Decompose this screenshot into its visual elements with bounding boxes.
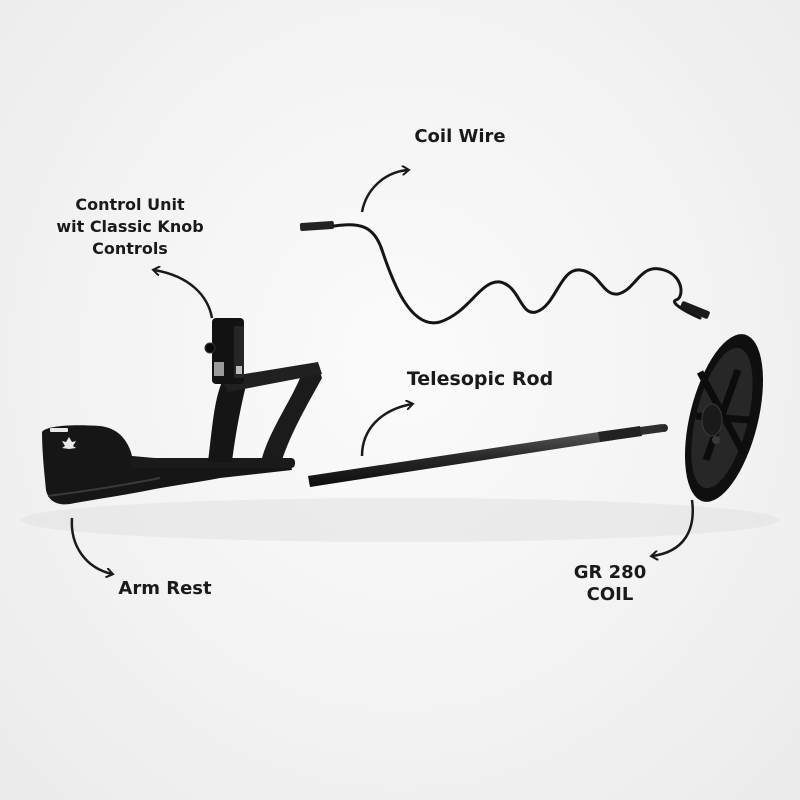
label-control-unit-line-3: Controls bbox=[92, 239, 168, 258]
coil-wire-group bbox=[299, 220, 710, 325]
label-arm-rest: Arm Rest bbox=[100, 578, 230, 600]
arrow-telescopic-rod bbox=[360, 404, 412, 457]
handle-grip bbox=[208, 378, 248, 462]
label-control-unit: Control Unit wit Classic Knob Controls bbox=[30, 194, 230, 260]
control-knob-icon bbox=[204, 342, 216, 354]
rod-joint bbox=[598, 426, 642, 442]
arm-rest-badge bbox=[50, 428, 68, 432]
label-coil-wire-text: Coil Wire bbox=[414, 126, 506, 147]
coil-group bbox=[684, 334, 764, 502]
handle-brace bbox=[262, 366, 322, 460]
coil-wire bbox=[332, 223, 702, 325]
coil-bolt bbox=[712, 436, 720, 444]
arrow-coil-wire bbox=[360, 170, 408, 213]
coil-hub bbox=[701, 403, 723, 437]
lower-shaft bbox=[130, 458, 295, 468]
telescopic-rod bbox=[308, 430, 614, 487]
arrow-control-unit bbox=[154, 270, 214, 319]
arrow-arm-rest bbox=[70, 517, 112, 574]
control-unit-sticker-2 bbox=[236, 366, 242, 374]
label-coil-line-1: GR 280 bbox=[573, 562, 647, 583]
label-coil: GR 280 COIL bbox=[560, 562, 660, 606]
rod-tip bbox=[640, 424, 663, 435]
upper-shaft bbox=[220, 362, 322, 392]
label-telescopic-rod-text: Telesopic Rod bbox=[406, 368, 554, 390]
label-telescopic-rod: Telesopic Rod bbox=[390, 368, 570, 390]
arrow-coil bbox=[652, 499, 694, 556]
label-control-unit-line-2: wit Classic Knob bbox=[56, 217, 204, 236]
label-arm-rest-text: Arm Rest bbox=[118, 578, 212, 599]
floor-shadow bbox=[20, 498, 780, 542]
rod-end-knob bbox=[660, 424, 668, 432]
control-unit-face bbox=[234, 326, 244, 378]
coil-wire-connector-right bbox=[680, 301, 710, 319]
telescopic-rod-group bbox=[308, 424, 668, 487]
control-unit-sticker bbox=[214, 362, 224, 376]
coil-wire-connector-left bbox=[299, 220, 335, 232]
label-coil-wire: Coil Wire bbox=[400, 126, 520, 148]
maple-leaf-icon bbox=[62, 437, 76, 449]
label-control-unit-line-1: Control Unit bbox=[75, 195, 185, 214]
arm-rest-assembly bbox=[42, 318, 322, 505]
arm-rest-edge bbox=[47, 477, 161, 497]
label-coil-line-2: COIL bbox=[586, 584, 634, 605]
